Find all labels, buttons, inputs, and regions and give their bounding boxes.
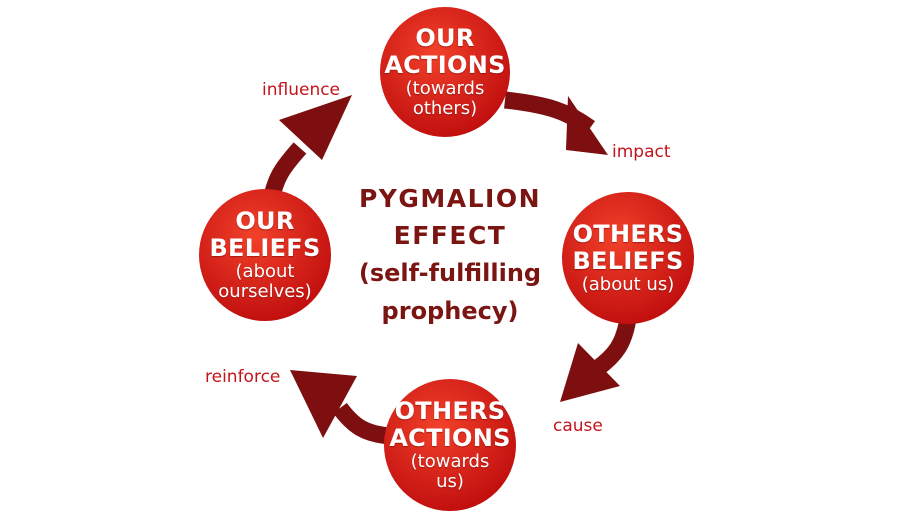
node-others-actions-line2: ACTIONS bbox=[389, 424, 511, 452]
arrow-reinforce bbox=[290, 370, 391, 445]
node-our-beliefs-sub2: ourselves) bbox=[218, 281, 312, 302]
node-our-beliefs: OUR BELIEFS (about ourselves) bbox=[199, 189, 331, 321]
node-our-beliefs-sub1: (about bbox=[235, 261, 295, 282]
node-others-beliefs-line2: BELIEFS bbox=[572, 247, 684, 275]
circle-our-beliefs bbox=[199, 189, 331, 321]
title-line3: (self-fulfilling bbox=[358, 259, 542, 287]
edge-label-impact: impact bbox=[612, 142, 671, 162]
node-others-beliefs-line1: OTHERS bbox=[572, 220, 684, 248]
circle-others-actions bbox=[384, 379, 516, 511]
node-others-beliefs-sub1: (about us) bbox=[581, 274, 675, 295]
arrow-impact bbox=[504, 91, 608, 155]
node-our-actions: OUR ACTIONS (towards others) bbox=[380, 7, 510, 137]
node-others-beliefs: OTHERS BELIEFS (about us) bbox=[562, 192, 694, 324]
edge-label-reinforce: reinforce bbox=[205, 367, 281, 387]
node-our-actions-line1: OUR bbox=[415, 24, 475, 52]
circle-others-beliefs bbox=[562, 192, 694, 324]
title-line4: prophecy) bbox=[381, 297, 519, 325]
node-others-actions-line1: OTHERS bbox=[394, 397, 506, 425]
node-others-actions-sub2: us) bbox=[436, 471, 464, 492]
node-our-actions-line2: ACTIONS bbox=[384, 51, 506, 79]
node-our-actions-sub1: (towards bbox=[405, 78, 485, 99]
node-others-actions-sub1: (towards bbox=[410, 451, 490, 472]
node-others-actions: OTHERS ACTIONS (towards us) bbox=[384, 379, 516, 511]
center-title: PYGMALION EFFECT (self-fulfilling prophe… bbox=[320, 180, 580, 330]
edge-label-influence: influence bbox=[262, 80, 341, 100]
title-line2: EFFECT bbox=[393, 221, 507, 250]
circle-our-actions bbox=[380, 7, 510, 137]
node-our-actions-sub2: others) bbox=[412, 98, 478, 119]
node-our-beliefs-line1: OUR bbox=[235, 207, 295, 235]
node-our-beliefs-line2: BELIEFS bbox=[209, 234, 321, 262]
title-line1: PYGMALION bbox=[358, 184, 542, 213]
edge-label-cause: cause bbox=[553, 416, 603, 436]
arrow-cause bbox=[560, 316, 637, 402]
